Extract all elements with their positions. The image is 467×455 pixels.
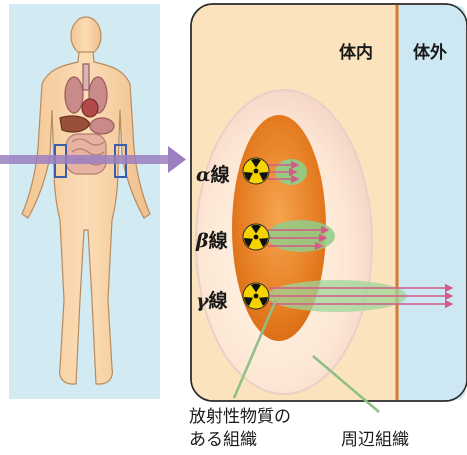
- alpha-symbol: α: [196, 164, 211, 186]
- outside-region: [397, 5, 466, 400]
- inside-body-label: 体内: [339, 38, 373, 63]
- alpha-ray-label: α線: [196, 160, 230, 187]
- gamma-suffix: 線: [209, 290, 228, 312]
- beta-suffix: 線: [209, 230, 228, 252]
- source-tissue-caption-line2: ある組織: [189, 425, 257, 450]
- outside-body-label: 体外: [413, 38, 447, 63]
- beta-ray-label: β線: [196, 226, 228, 253]
- source-tissue-caption-line1: 放射性物質の: [189, 402, 291, 427]
- radiation-hazard-icon: [243, 158, 269, 184]
- surrounding-tissue-caption: 周辺組織: [341, 425, 409, 450]
- beta-range: [267, 220, 335, 252]
- alpha-suffix: 線: [211, 164, 230, 186]
- gamma-symbol: γ: [196, 290, 209, 312]
- radiation-hazard-icon: [243, 283, 269, 309]
- gamma-ray-label: γ線: [196, 286, 228, 313]
- beta-symbol: β: [196, 230, 209, 252]
- radiation-hazard-icon: [243, 224, 269, 250]
